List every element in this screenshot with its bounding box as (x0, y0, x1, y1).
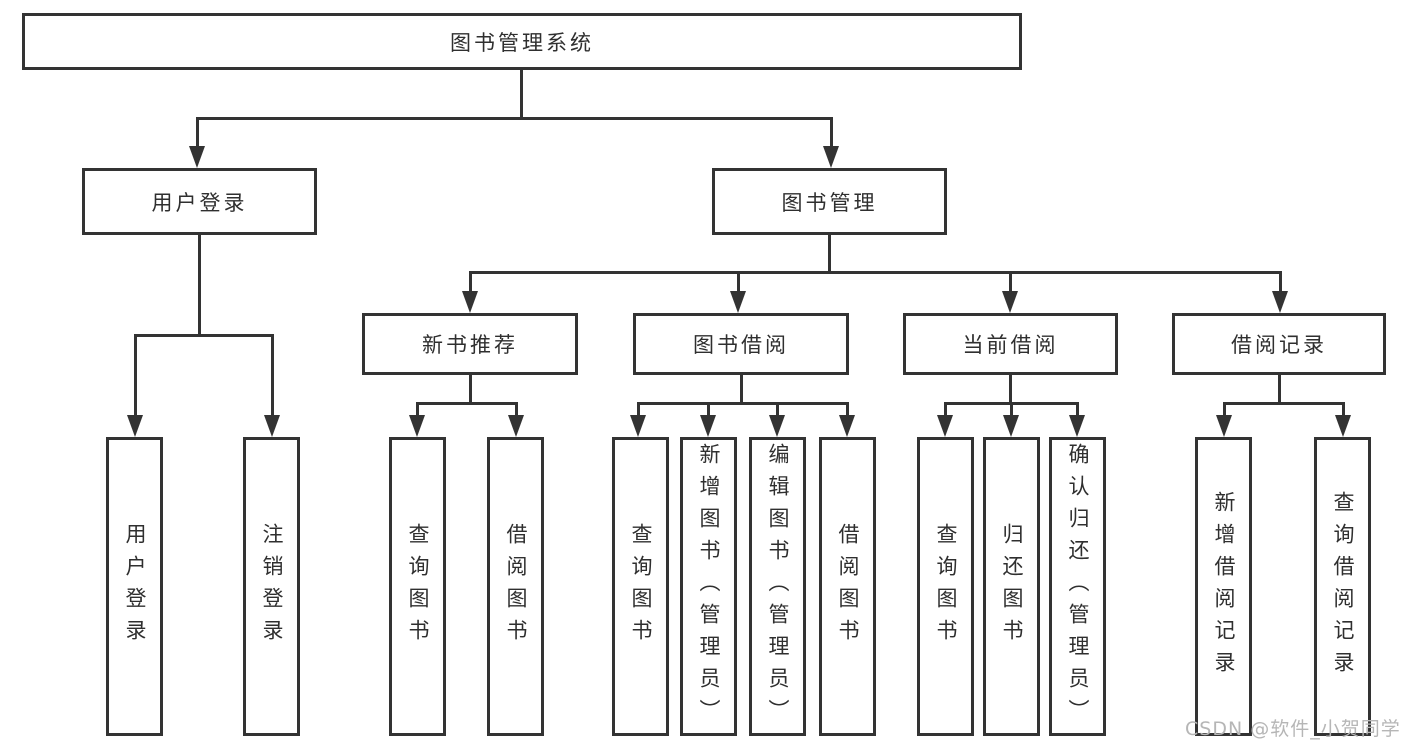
node-new-book-recommend-label: 新书推荐 (422, 333, 518, 357)
connector-line (134, 334, 137, 419)
arrowhead-down-icon (1002, 291, 1018, 313)
leaf-query-books-1-label: 查询图书 (406, 522, 430, 651)
connector-line (134, 334, 274, 337)
arrowhead-down-icon (1216, 415, 1232, 437)
arrowhead-down-icon (264, 415, 280, 437)
connector-line (737, 271, 740, 295)
connector-line (1010, 402, 1013, 420)
arrowhead-down-icon (127, 415, 143, 437)
connector-line (416, 402, 419, 420)
leaf-logout: 注销登录 (243, 437, 300, 736)
node-user-login-label: 用户登录 (151, 190, 248, 215)
leaf-confirm-return-admin-label: 确认归还（管理员） (1066, 442, 1090, 731)
arrowhead-down-icon (937, 415, 953, 437)
leaf-query-books-2-label: 查询图书 (629, 522, 653, 651)
leaf-borrow-books-2-label: 借阅图书 (836, 522, 860, 651)
node-new-book-recommend: 新书推荐 (362, 313, 578, 375)
leaf-borrow-books-1-label: 借阅图书 (504, 522, 528, 651)
connector-line (1278, 375, 1281, 405)
node-book-borrow-label: 图书借阅 (693, 333, 789, 357)
arrowhead-down-icon (1335, 415, 1351, 437)
root-node-label: 图书管理系统 (450, 30, 594, 55)
leaf-return-books-label: 归还图书 (1000, 522, 1024, 651)
leaf-query-borrow-record: 查询借阅记录 (1314, 437, 1371, 736)
arrowhead-down-icon (823, 146, 839, 168)
leaf-borrow-books-1: 借阅图书 (487, 437, 544, 736)
connector-line (520, 67, 523, 119)
leaf-add-borrow-record-label: 新增借阅记录 (1212, 490, 1236, 683)
connector-line (469, 271, 1282, 274)
connector-line (1223, 402, 1226, 420)
leaf-user-login-label: 用户登录 (123, 522, 147, 651)
node-user-login: 用户登录 (82, 168, 317, 235)
connector-line (740, 375, 743, 405)
node-borrow-records-label: 借阅记录 (1231, 333, 1327, 357)
connector-line (637, 402, 640, 420)
node-book-management-label: 图书管理 (781, 190, 878, 215)
leaf-logout-label: 注销登录 (260, 522, 284, 651)
connector-line (416, 402, 518, 405)
arrowhead-down-icon (1272, 291, 1288, 313)
arrowhead-down-icon (462, 291, 478, 313)
connector-line (515, 402, 518, 420)
leaf-return-books: 归还图书 (983, 437, 1040, 736)
root-node: 图书管理系统 (22, 13, 1022, 70)
connector-line (828, 235, 831, 274)
arrowhead-down-icon (409, 415, 425, 437)
connector-line (1342, 402, 1345, 420)
arrowhead-down-icon (630, 415, 646, 437)
connector-line (196, 117, 833, 120)
arrowhead-down-icon (1069, 415, 1085, 437)
connector-line (1076, 402, 1079, 420)
leaf-confirm-return-admin: 确认归还（管理员） (1049, 437, 1106, 736)
leaf-add-books-admin-label: 新增图书（管理员） (697, 442, 721, 731)
csdn-watermark: CSDN @软件_小贺同学 (1185, 718, 1401, 740)
connector-line (637, 402, 849, 405)
connector-line (707, 402, 710, 420)
leaf-edit-books-admin-label: 编辑图书（管理员） (766, 442, 790, 731)
leaf-borrow-books-2: 借阅图书 (819, 437, 876, 736)
connector-line (469, 271, 472, 295)
leaf-query-books-1: 查询图书 (389, 437, 446, 736)
connector-line (196, 117, 199, 150)
leaf-query-books-3-label: 查询图书 (934, 522, 958, 651)
leaf-user-login: 用户登录 (106, 437, 163, 736)
node-book-management: 图书管理 (712, 168, 947, 235)
node-book-borrow: 图书借阅 (633, 313, 849, 375)
leaf-query-books-3: 查询图书 (917, 437, 974, 736)
connector-line (1279, 271, 1282, 295)
connector-line (776, 402, 779, 420)
connector-line (469, 375, 472, 405)
connector-line (1223, 402, 1345, 405)
arrowhead-down-icon (508, 415, 524, 437)
leaf-add-books-admin: 新增图书（管理员） (680, 437, 737, 736)
leaf-query-borrow-record-label: 查询借阅记录 (1331, 490, 1355, 683)
connector-line (846, 402, 849, 420)
node-borrow-records: 借阅记录 (1172, 313, 1386, 375)
leaf-edit-books-admin: 编辑图书（管理员） (749, 437, 806, 736)
leaf-query-books-2: 查询图书 (612, 437, 669, 736)
connector-line (1009, 375, 1012, 405)
arrowhead-down-icon (189, 146, 205, 168)
arrowhead-down-icon (730, 291, 746, 313)
node-current-borrow: 当前借阅 (903, 313, 1118, 375)
arrowhead-down-icon (1003, 415, 1019, 437)
connector-line (944, 402, 947, 420)
arrowhead-down-icon (839, 415, 855, 437)
arrowhead-down-icon (769, 415, 785, 437)
node-current-borrow-label: 当前借阅 (962, 333, 1059, 357)
connector-line (198, 235, 201, 337)
connector-line (271, 334, 274, 419)
connector-line (1009, 271, 1012, 295)
connector-line (830, 117, 833, 150)
arrowhead-down-icon (700, 415, 716, 437)
leaf-add-borrow-record: 新增借阅记录 (1195, 437, 1252, 736)
